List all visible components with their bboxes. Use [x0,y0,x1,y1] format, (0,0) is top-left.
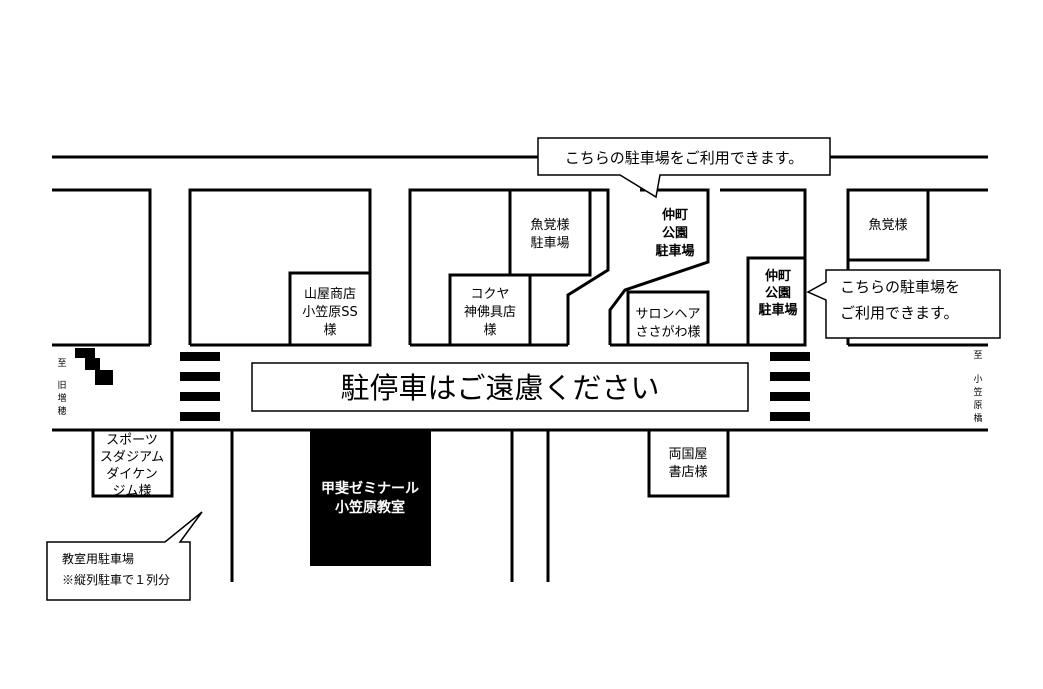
callout-right-box [806,269,1001,339]
no-parking-sign-box [251,362,749,412]
no-parking-sign: 駐停車はご遠慮ください [340,371,659,405]
callout-bottom-line-1: 教室用駐車場 [62,551,134,566]
direction-left-2: 旧 [57,380,66,391]
building-kokuya [448,273,532,347]
block-3 [408,188,610,345]
direction-left-1: 至 [57,358,66,369]
building-uokaku [846,188,930,262]
uokaku-label: 魚覚様 [868,218,907,233]
sports-line-1: スポーツ [106,433,158,448]
direction-right-1: 至 [973,350,982,361]
place-labels: 山屋商店 小笠原SS 様 コクヤ 神佛具店 様 魚覚様 駐車場 サロンヘア ささ… [100,218,908,499]
school-line-1: 甲斐ゼミナール [321,480,419,497]
yamaya-line-1: 山屋商店 [304,287,356,302]
direction-left-3: 増 [57,392,66,404]
callout-right-line-1: こちらの駐車場を [840,278,960,296]
nakamachi-2-line-3: 駐車場 [758,302,797,318]
ryogokuya-line-1: 両国屋 [668,447,707,462]
direction-right-2: 小 [973,374,982,385]
road-lines [52,155,988,582]
direction-right: 至 小 笠 原 橋 [973,350,982,424]
block-4-left [608,188,710,345]
building-sports [91,428,174,498]
direction-right-3: 笠 [973,386,982,398]
direction-right-4: 原 [973,400,982,411]
building-uokaku-parking [508,188,592,277]
nakamachi-1-line-3: 駐車場 [655,243,694,259]
school-labels: 甲斐ゼミナール 小笠原教室 [321,480,419,516]
nakamachi-1-line-2: 公園 [662,225,688,241]
callout-bottom-line-2: ※縦列駐車で１列分 [62,572,170,587]
uokaku-parking-line-2: 駐車場 [530,236,569,251]
callout-top-box [537,137,831,199]
stairs-marker-icon [75,348,113,385]
school-line-2: 小笠原教室 [335,499,405,516]
direction-left: 至 旧 増 穂 [57,358,66,417]
yamaya-line-2: 小笠原SS [302,305,358,320]
callout-bottom-box [46,511,203,601]
callout-right-line-2: ご利用できます。 [840,304,959,322]
salon-line-2: ささがわ様 [635,325,700,340]
nakamachi-2-line-1: 仲町 [765,268,791,284]
sports-line-4: ジム様 [112,484,151,499]
callout-top-text: こちらの駐車場をご利用できます。 [565,149,804,167]
nakamachi-1-line-1: 仲町 [662,207,688,223]
kokuya-line-1: コクヤ [470,287,509,302]
sports-line-3: ダイケン [106,467,158,482]
kokuya-line-3: 様 [483,323,496,338]
yamaya-line-3: 様 [323,323,336,338]
bold-place-labels: 仲町 公園 駐車場 仲町 公園 駐車場 [655,207,797,318]
uokaku-parking-line-1: 魚覚様 [530,218,569,233]
building-yamaya [288,271,372,347]
building-nakamachi-2 [746,256,807,347]
block-2 [188,188,372,345]
crosswalk-left [180,352,220,421]
kokuya-line-2: 神佛具店 [464,305,516,320]
direction-left-4: 穂 [57,405,66,417]
nakamachi-2-line-2: 公園 [765,285,791,301]
block-1 [52,188,152,345]
ryogokuya-line-2: 書店様 [668,465,707,480]
building-salon [626,290,710,347]
building-ryogokuya [647,428,730,498]
sports-line-2: スダジアム [100,450,164,465]
building-school [310,430,431,566]
buildings [91,188,930,498]
direction-right-5: 橋 [973,412,982,424]
salon-line-1: サロンヘア [635,307,700,322]
crosswalk-right [770,352,810,421]
